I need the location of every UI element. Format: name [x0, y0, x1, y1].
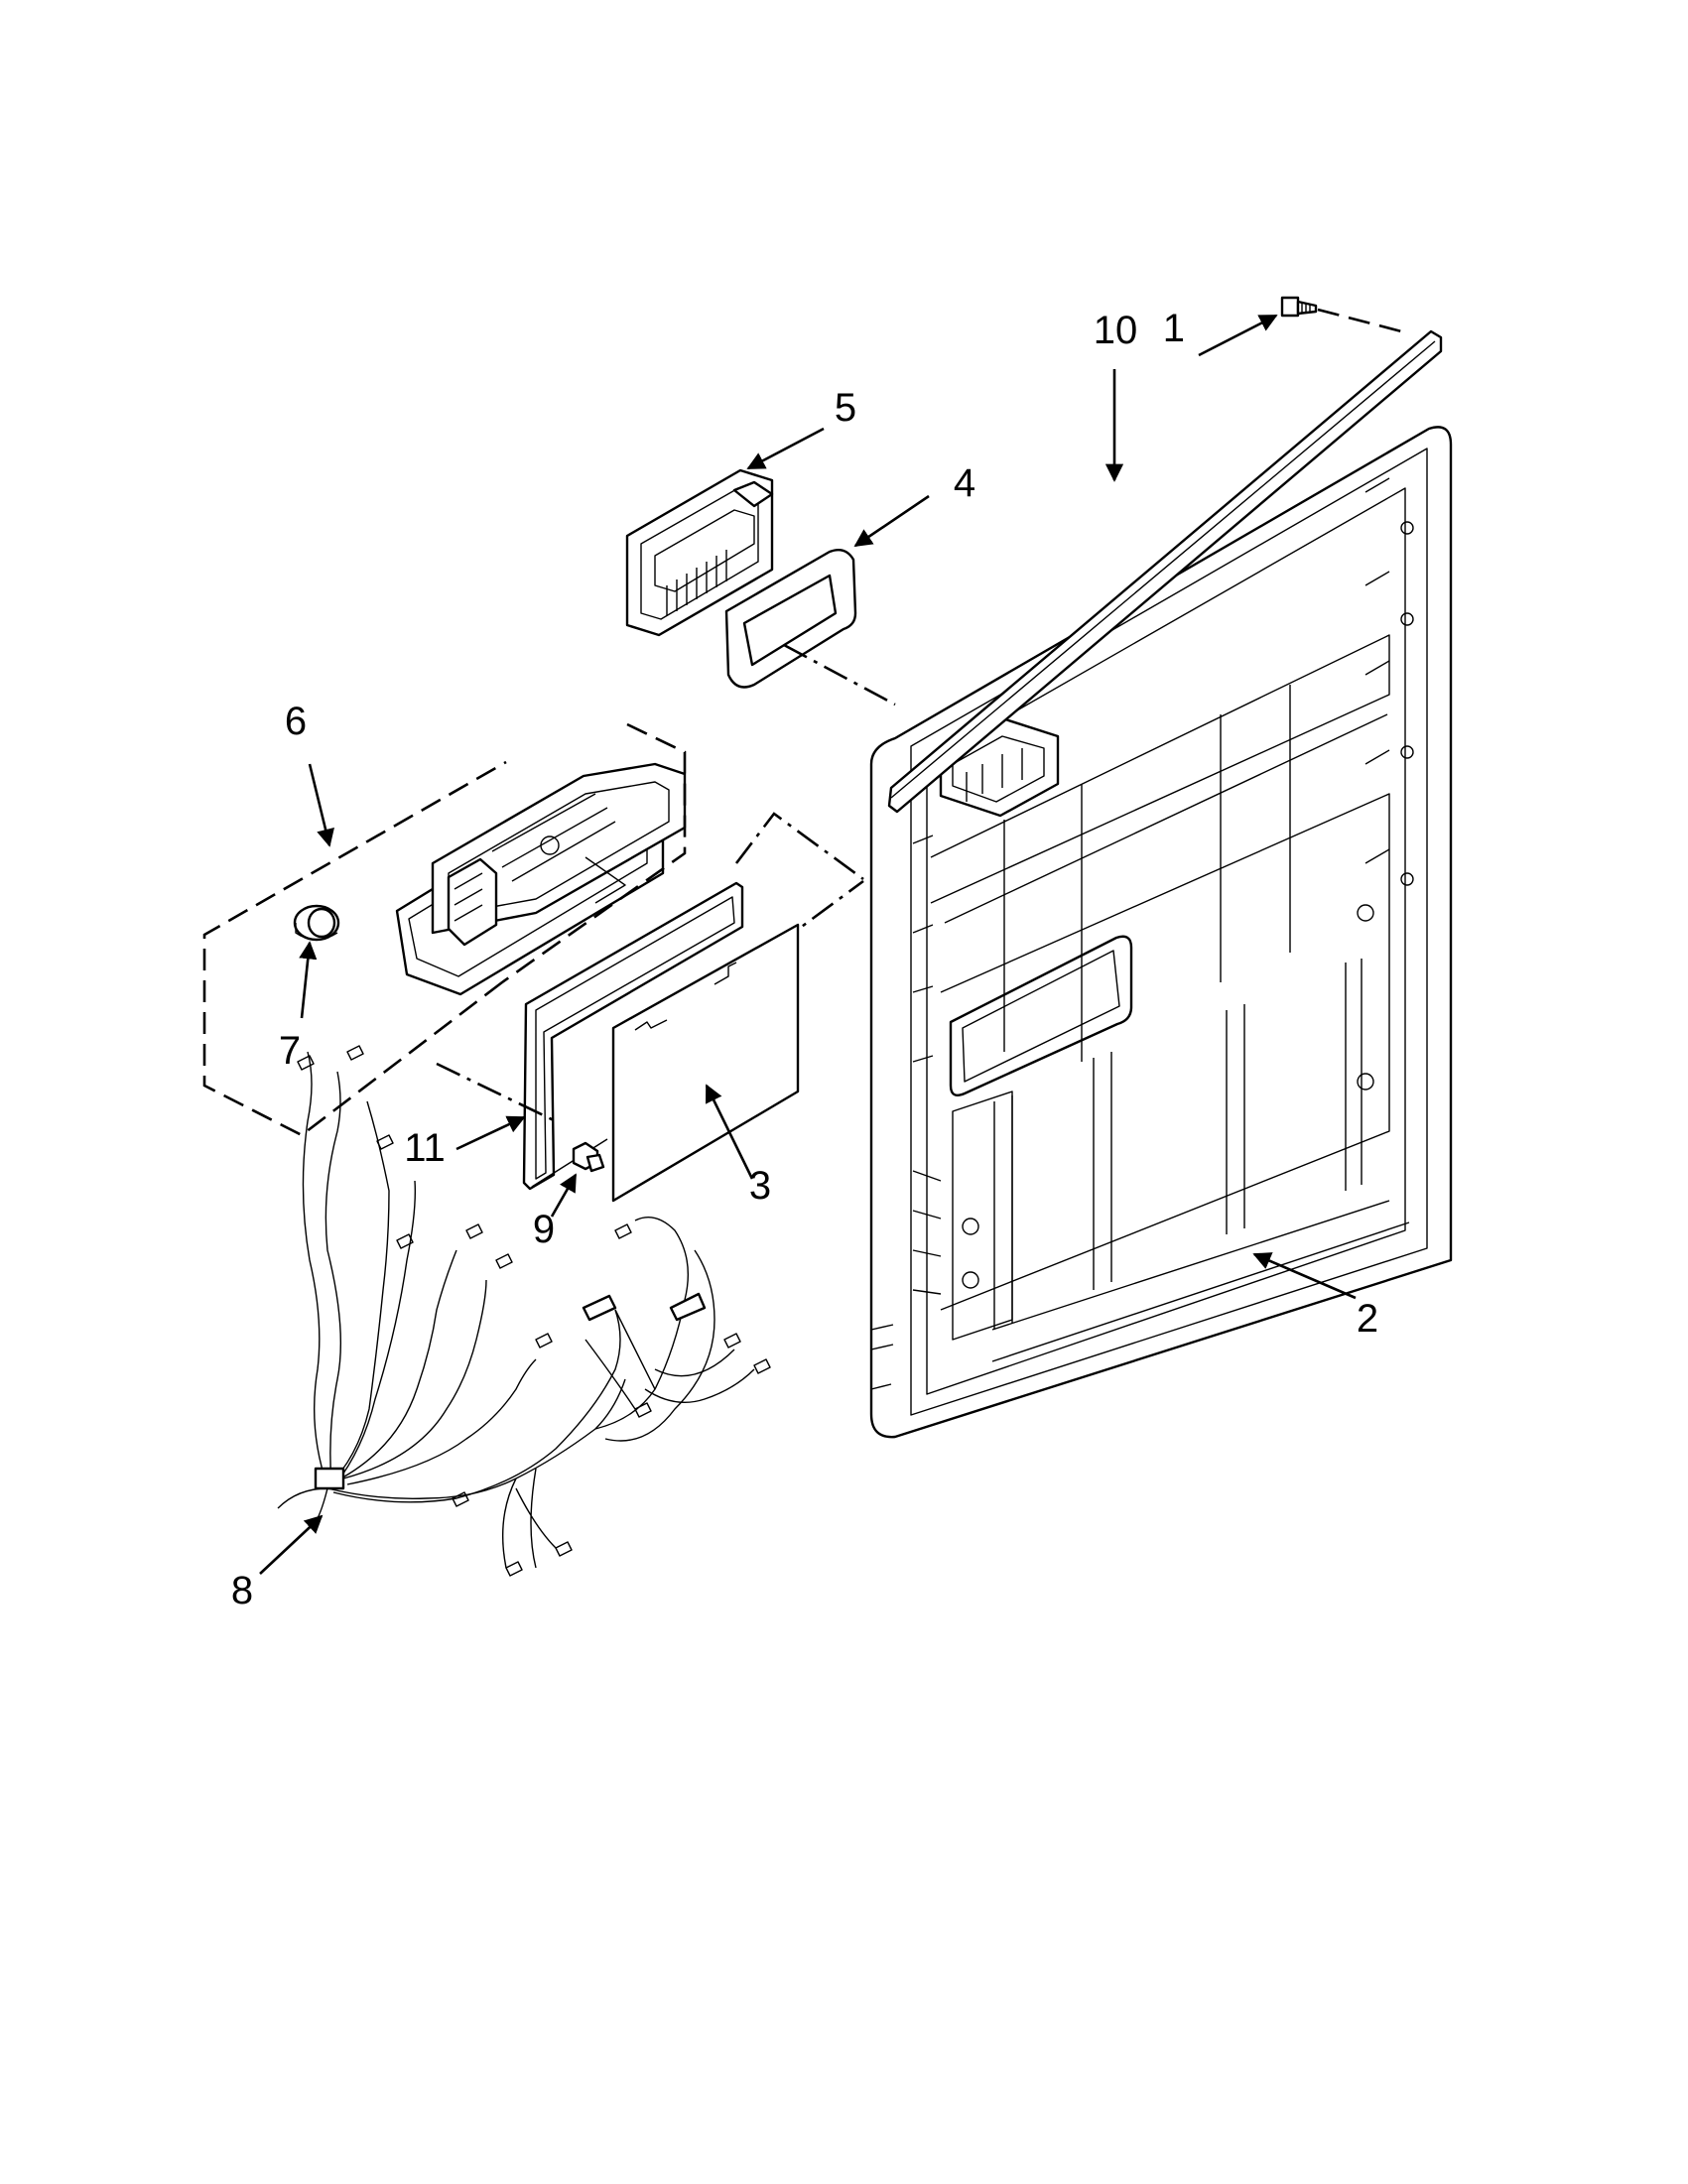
callout-6: 6	[285, 700, 307, 743]
callout-8: 8	[231, 1569, 253, 1612]
callout-9: 9	[533, 1208, 555, 1251]
callout-4: 4	[954, 461, 975, 505]
inner-door-panel	[869, 426, 1453, 1439]
vent-assembly-line	[783, 643, 896, 707]
callout-5: 5	[835, 386, 856, 430]
door-trim-strip	[887, 329, 1443, 814]
vent-gasket	[724, 549, 857, 689]
callout-7: 7	[279, 1029, 301, 1073]
vent	[625, 468, 774, 637]
leader-lines	[259, 314, 1357, 1575]
wiring-harness	[277, 1045, 771, 1577]
callout-11: 11	[404, 1126, 446, 1170]
callout-10: 10	[1094, 309, 1138, 352]
controller-kit-outline	[202, 722, 687, 1137]
callout-1: 1	[1163, 307, 1185, 350]
callout-2: 2	[1357, 1297, 1378, 1341]
screw-assembly-line	[1317, 308, 1410, 335]
callout-3: 3	[749, 1164, 771, 1208]
control-board	[611, 923, 800, 1203]
control-panel-frame	[522, 881, 744, 1191]
controller-assembly-line	[734, 812, 864, 881]
controller-housing	[395, 762, 687, 996]
knob	[293, 904, 340, 942]
trim-screw	[1280, 296, 1318, 318]
board-screw	[572, 1141, 605, 1173]
